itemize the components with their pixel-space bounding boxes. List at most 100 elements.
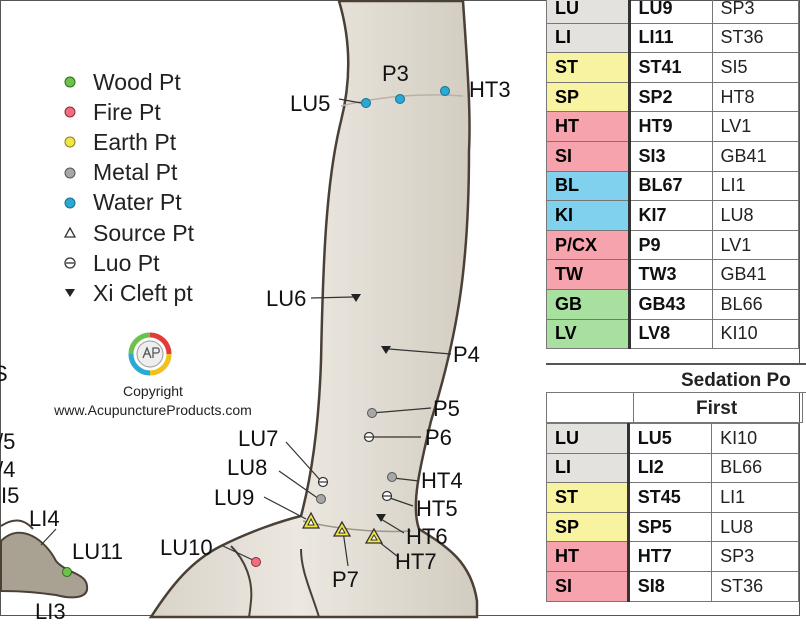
- metal-dot-icon: [61, 164, 79, 182]
- first-point-cell: LU9: [627, 0, 713, 24]
- legend-item-xi-cleft: Xi Cleft pt: [61, 278, 194, 308]
- label-s-partial: S: [0, 361, 8, 386]
- xi-cleft-p4: [381, 346, 391, 354]
- label-lu11: LU11: [72, 539, 123, 564]
- second-point-cell: LU8: [711, 511, 799, 543]
- first-point-cell: GB43: [627, 288, 713, 320]
- label-ht5: HT5: [416, 496, 458, 521]
- label-ht6: HT6: [406, 524, 448, 549]
- water-point-ht3: [440, 86, 450, 96]
- first-point-cell: SI3: [627, 140, 713, 172]
- copyright-url: www.AcupunctureProducts.com: [54, 402, 252, 418]
- label-ht3: HT3: [469, 77, 511, 102]
- sedation-table-title: Sedation Po: [546, 363, 806, 393]
- first-point-cell: LV8: [627, 318, 713, 350]
- meridian-cell: LI: [546, 452, 629, 484]
- second-point-cell: GB41: [711, 259, 800, 290]
- meridian-cell: LU: [546, 423, 629, 454]
- legend-item-fire: Fire Pt: [61, 97, 194, 127]
- legend-item-water: Water Pt: [61, 188, 194, 218]
- label-lu5: LU5: [290, 91, 331, 116]
- label-p6: P6: [425, 425, 452, 450]
- label-li4: LI4: [29, 506, 60, 531]
- first-point-cell: P9: [627, 229, 713, 261]
- first-point-cell: SI8: [626, 570, 713, 602]
- label-l4-partial: /4: [0, 457, 16, 482]
- triangle-outline-icon: [61, 224, 79, 242]
- meridian-cell: P/CX: [546, 229, 630, 261]
- meridian-cell: ST: [546, 52, 630, 83]
- second-point-cell: LV1: [711, 111, 800, 142]
- second-point-cell: BL66: [711, 452, 799, 484]
- meridian-cell: ST: [546, 482, 629, 513]
- meridian-cell: SP: [546, 511, 629, 543]
- meridian-cell: SI: [546, 140, 630, 172]
- meridian-cell: HT: [546, 541, 629, 572]
- label-li5-partial: I5: [1, 483, 20, 508]
- label-li3-partial: LI3: [35, 599, 66, 624]
- meridian-cell: SP: [546, 81, 630, 113]
- label-lu6: LU6: [266, 286, 307, 311]
- sedation-header-blank: [546, 393, 634, 423]
- first-point-cell: SP5: [626, 511, 713, 543]
- first-point-cell: LI11: [627, 22, 713, 54]
- triangle-down-filled-icon: [61, 284, 79, 302]
- label-lu10: LU10: [160, 535, 213, 560]
- earth-dot-icon: [61, 133, 79, 151]
- label-ht7: HT7: [395, 549, 437, 574]
- label-lu8: LU8: [227, 455, 268, 480]
- water-point-p3: [395, 94, 405, 104]
- meridian-cell: HT: [546, 111, 630, 142]
- second-point-cell: SP3: [711, 541, 799, 572]
- meridian-cell: KI: [546, 200, 630, 231]
- first-point-cell: ST41: [627, 52, 713, 83]
- second-point-cell: BL66: [711, 288, 800, 320]
- sedation-header-first: First: [633, 393, 803, 423]
- label-p5: P5: [433, 396, 460, 421]
- copyright-text: Copyright: [123, 383, 183, 399]
- label-p3: P3: [382, 61, 409, 86]
- legend-item-earth: Earth Pt: [61, 127, 194, 157]
- second-point-cell: ST36: [711, 22, 800, 54]
- label-p7: P7: [332, 567, 359, 592]
- second-point-cell: KI10: [711, 423, 799, 454]
- hand-thumb: [230, 545, 321, 618]
- second-point-cell: HT8: [711, 81, 800, 113]
- legend-item-luo: Luo Pt: [61, 248, 194, 278]
- meridian-cell: LI: [546, 22, 630, 54]
- label-lu9: LU9: [214, 485, 255, 510]
- water-point-lu5: [361, 98, 371, 108]
- second-point-cell: LI1: [711, 482, 799, 513]
- first-point-cell: LI2: [626, 452, 713, 484]
- first-point-cell: HT7: [626, 541, 713, 572]
- legend-item-source: Source Pt: [61, 218, 194, 248]
- acupuncture-products-logo-icon: [128, 332, 172, 376]
- wood-dot-icon: [61, 73, 79, 91]
- second-point-cell: ST36: [711, 570, 799, 602]
- xi-cleft-ht6: [376, 514, 386, 522]
- arm-illustration: [0, 0, 479, 619]
- legend-item-wood: Wood Pt: [61, 67, 194, 97]
- second-point-cell: LI1: [711, 170, 800, 202]
- second-point-cell: SP3: [711, 0, 800, 24]
- label-p4: P4: [453, 342, 480, 367]
- metal-point-p5: [367, 408, 377, 418]
- water-dot-icon: [61, 194, 79, 212]
